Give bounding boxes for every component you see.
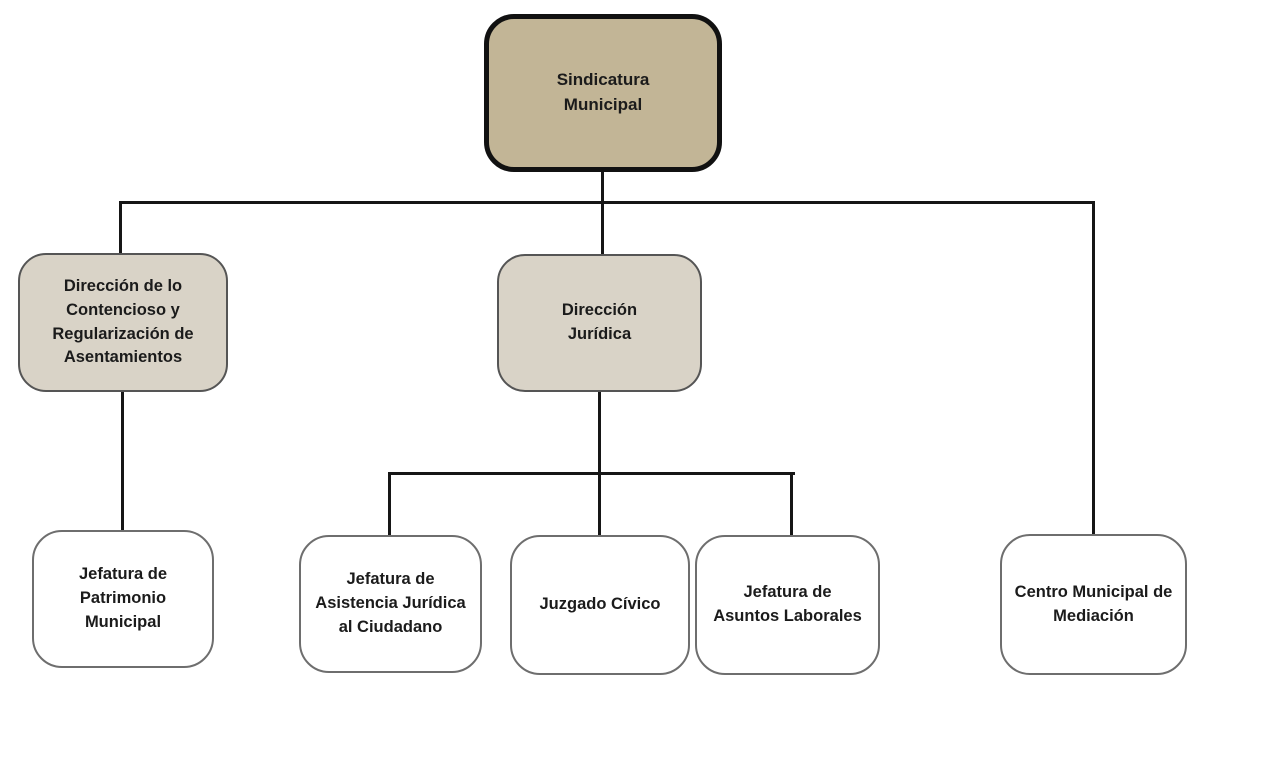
node-sindicatura-municipal: Sindicatura Municipal [484,14,722,172]
node-jefatura-asistencia-juridica: Jefatura de Asistencia Jurídica al Ciuda… [299,535,482,673]
connector-drop-centro-mediacion [1092,201,1095,534]
connector-juridica-to-juzgado [598,392,601,535]
node-jefatura-asuntos-laborales: Jefatura de Asuntos Laborales [695,535,880,675]
node-jefatura-patrimonio-municipal-label: Jefatura de Patrimonio Municipal [78,565,168,631]
connector-main-horizontal [119,201,1095,204]
connector-drop-asistencia [388,472,391,535]
connector-drop-laborales [790,472,793,535]
node-jefatura-asistencia-juridica-label: Jefatura de Asistencia Jurídica al Ciuda… [315,570,466,636]
node-direccion-juridica-label: Dirección Jurídica [561,301,638,343]
node-direccion-juridica: Dirección Jurídica [497,254,702,392]
connector-juridica-children-horizontal [388,472,795,475]
node-jefatura-patrimonio-municipal: Jefatura de Patrimonio Municipal [32,530,214,668]
node-centro-municipal-mediacion: Centro Municipal de Mediación [1000,534,1187,675]
node-juzgado-civico-label: Juzgado Cívico [539,595,661,614]
connector-contencioso-to-patrimonio [121,392,124,530]
node-jefatura-asuntos-laborales-label: Jefatura de Asuntos Laborales [713,583,862,625]
connector-drop-contencioso [119,201,122,253]
node-direccion-contencioso: Dirección de lo Contencioso y Regulariza… [18,253,228,392]
node-sindicatura-municipal-label: Sindicatura Municipal [556,70,650,114]
node-direccion-contencioso-label: Dirección de lo Contencioso y Regulariza… [52,276,194,367]
connector-root-to-direccion-juridica [601,172,604,256]
node-centro-municipal-mediacion-label: Centro Municipal de Mediación [1014,582,1173,625]
node-juzgado-civico: Juzgado Cívico [510,535,690,675]
